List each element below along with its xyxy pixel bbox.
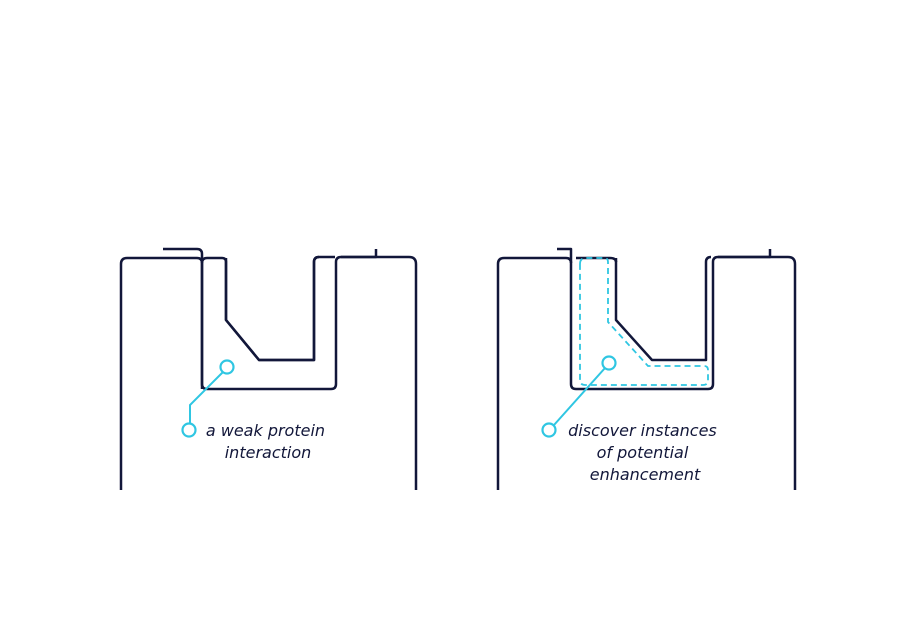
upper-protein-left [161,66,378,391]
upper-protein-right [555,66,772,391]
callout-left-label-circle [181,422,197,438]
callout-right-label-circle [541,422,557,438]
callout-left-anchor-circle [219,359,235,375]
caption-right-line-3: enhancement [590,465,701,484]
caption-right: discover instances of potential enhancem… [568,421,722,484]
lower-protein-left [119,255,418,562]
callout-right-leader-line [553,367,606,426]
left-panel: a weak protein interaction [119,66,418,562]
caption-left-line-1: a weak protein [206,421,325,440]
callout-right: discover instances of potential enhancem… [541,355,722,484]
lower-protein-right-shell [576,255,797,490]
lower-protein-right-outline [496,255,712,490]
caption-right-line-2: of potential [597,443,689,462]
caption-right-line-1: discover instances [568,421,717,440]
upper-protein-bottom-edge [163,247,378,391]
enhancement-region-dashed [579,257,709,386]
callout-right-anchor-circle [601,355,617,371]
callout-left-leader-line [189,371,224,423]
callout-left: a weak protein interaction [181,359,330,462]
caption-left: a weak protein interaction [206,421,330,462]
upper-protein-right-bottom-edge [557,247,772,391]
lower-protein-shell [200,255,418,490]
caption-left-line-2: interaction [225,443,312,462]
right-panel: discover instances of potential enhancem… [496,66,797,562]
lower-protein-right [496,255,797,562]
